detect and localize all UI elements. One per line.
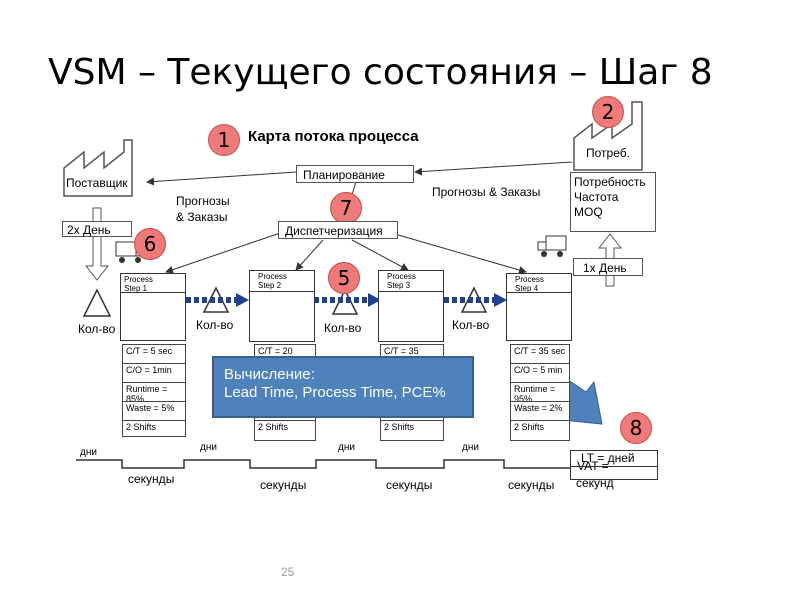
timeline-seconds-label: секунды (128, 472, 175, 486)
timeline-days-label: дни (338, 442, 355, 453)
customer-delivery-box: 1х День (573, 258, 643, 276)
timeline-seconds-label: секунды (260, 478, 307, 492)
slide-title: VSM – Текущего состояния – Шаг 8 (48, 52, 713, 93)
page-number: 25 (281, 565, 295, 579)
truck-icon-customer (537, 235, 567, 257)
badge-8: 8 (620, 412, 652, 444)
timeline-total-days: LT = дней (581, 451, 635, 465)
data-box-step-4: C/T = 35 sec C/O = 5 min Runtime = 95% W… (510, 344, 570, 441)
badge-6: 6 (134, 228, 166, 260)
dispatching-box: Диспетчеризация (278, 221, 398, 239)
data-row: Runtime = 85% (123, 383, 185, 402)
customer-label: Потреб. (586, 146, 630, 160)
inventory-label: Кол-во (324, 321, 362, 335)
supplier-label: Поставщик (66, 176, 128, 190)
data-row: Runtime = 95% (511, 383, 569, 402)
dispatching-label: Диспетчеризация (285, 224, 383, 238)
process-step-3: Process Step 3 (378, 270, 444, 342)
planning-label: Планирование (303, 168, 385, 182)
data-row: C/T = 5 sec (123, 345, 185, 364)
inventory-triangle-3 (460, 286, 488, 313)
timeline-seconds-label: секунды (508, 478, 555, 492)
timeline-days-label: дни (80, 447, 97, 458)
schedule-line-step1 (165, 231, 284, 274)
forecast-orders-right: Прогнозы & Заказы (432, 185, 541, 199)
supplier-delivery: 2х День (67, 223, 111, 237)
process-step-name: Process Step 2 (258, 272, 287, 290)
timeline-days-label: дни (200, 442, 217, 453)
schedule-line-step2 (295, 239, 324, 271)
badge-7: 7 (330, 192, 362, 224)
data-row: C/O = 1min (123, 364, 185, 383)
process-step-name: Process Step 3 (387, 272, 416, 290)
forecast-orders-left: Прогнозы & Заказы (176, 194, 230, 224)
customer-factory-icon (573, 101, 643, 171)
customer-requirements: Потребность Частота MOQ (574, 175, 646, 219)
planning-box: Планирование (296, 165, 414, 183)
schedule-line-step4 (387, 231, 527, 274)
data-row: Waste = 2% (511, 402, 569, 421)
timeline-seconds-label: секунды (386, 478, 433, 492)
customer-delivery: 1х День (583, 261, 627, 275)
data-row: 2 Shifts (126, 422, 157, 432)
process-step-4: Process Step 4 (506, 273, 572, 341)
timeline-line (76, 459, 570, 469)
info-flow-planning-to-supplier (146, 171, 297, 186)
info-flow-customer-to-planning (414, 161, 573, 176)
timeline-total-box: LT = дней VAT = (570, 450, 658, 480)
inventory-triangle-1 (202, 286, 230, 313)
customer-requirements-box: Потребность Частота MOQ (570, 172, 656, 232)
data-row: Waste = 5% (123, 402, 185, 421)
inventory-label: Кол-во (196, 318, 234, 332)
schedule-line-step3 (351, 239, 409, 271)
process-step-name: Process Step 1 (124, 275, 153, 293)
supplier-factory-icon (63, 139, 133, 197)
data-box-step-1: C/T = 5 sec C/O = 1min Runtime = 85% Was… (122, 344, 186, 437)
process-map-heading: Карта потока процесса (248, 128, 419, 145)
data-row: 2 Shifts (258, 422, 289, 432)
supplier-delivery-box: 2х День (62, 221, 132, 237)
inventory-label: Кол-во (78, 322, 116, 336)
push-arrow-2 (314, 293, 381, 307)
timeline-total-seconds: секунд (576, 476, 614, 490)
process-step-name: Process Step 4 (515, 275, 544, 293)
calculation-callout: Вычисление: Lead Time, Process Time, PCE… (212, 356, 474, 418)
badge-1: 1 (208, 124, 240, 156)
process-step-2: Process Step 2 (249, 270, 315, 342)
data-row: C/O = 5 min (511, 364, 569, 383)
data-row: C/T = 35 sec (511, 345, 569, 364)
push-arrow-1 (186, 293, 249, 307)
data-row: 2 Shifts (514, 422, 545, 432)
badge-2: 2 (592, 96, 624, 128)
process-step-1: Process Step 1 (120, 273, 186, 341)
inventory-label: Кол-во (452, 318, 490, 332)
inventory-triangle-0 (82, 288, 112, 317)
badge-5: 5 (328, 262, 360, 294)
data-row: 2 Shifts (384, 422, 415, 432)
push-arrow-3 (444, 293, 507, 307)
timeline-days-label: дни (462, 442, 479, 453)
supplier-shipment-arrow (84, 207, 110, 281)
